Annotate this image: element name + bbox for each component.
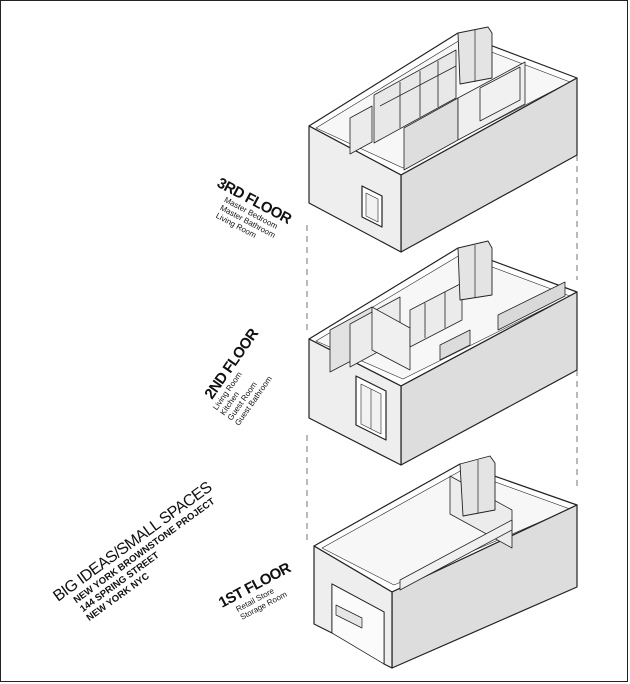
floor-2-label: 2ND FLOOR Living Room Kitchen Guest Room… [201, 325, 274, 427]
floor-3-block [308, 26, 578, 253]
floor-3-label: 3RD FLOOR Master Bedroom Master Bathroom… [214, 175, 294, 241]
alignment-guides [306, 155, 578, 540]
floor-1-stair-tower [459, 455, 496, 517]
project-line-1: NEW YORK BROWNSTONE PROJECT [72, 496, 218, 606]
project-title-block: BIG IDEAS/SMALL SPACES NEW YORK BROWNSTO… [50, 479, 218, 624]
floor-2-partitions [329, 281, 566, 373]
floor-3-partitions [349, 49, 526, 171]
floor-2-block [308, 240, 578, 466]
floor-1-block [313, 455, 578, 669]
floor-1-label: 1ST FLOOR Retail Store Storage Room [216, 559, 294, 622]
